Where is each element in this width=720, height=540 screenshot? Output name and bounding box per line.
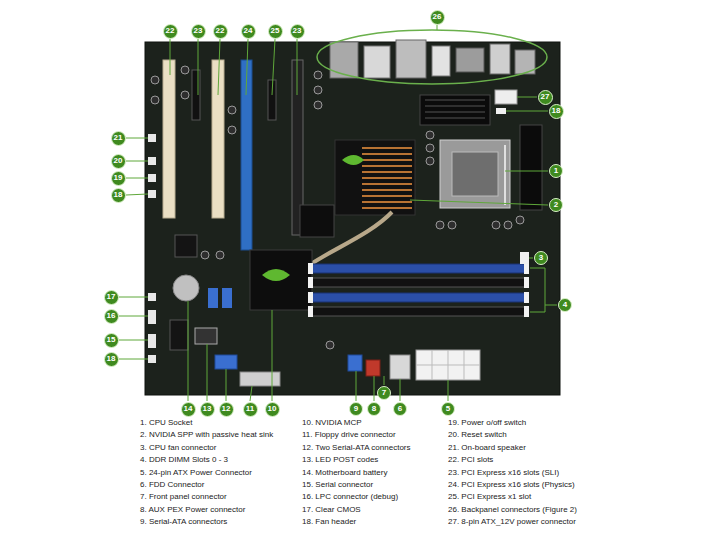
callout-circle: 18 [104, 352, 119, 367]
part-list-item: 6. FDD Connector [140, 480, 204, 490]
callout-number: 22 [166, 27, 175, 35]
part-list-item: 22. PCI slots [448, 455, 493, 465]
callout-number: 14 [184, 405, 193, 413]
part-list-item: 20. Reset switch [448, 430, 507, 440]
part-list-item: 3. CPU fan connector [140, 443, 216, 453]
callout-number: 15 [107, 336, 116, 344]
callout-number: 20 [114, 157, 123, 165]
callout-number: 3 [539, 254, 543, 262]
callout-circle: 15 [104, 333, 119, 348]
callout-circle: 6 [393, 402, 407, 416]
callout-circle: 23 [191, 24, 206, 39]
callout-circle: 18 [111, 188, 126, 203]
part-list-item: 1. CPU Socket [140, 418, 192, 428]
part-list-item: 24. PCI Express x16 slots (Physics) [448, 480, 575, 490]
callout-number: 24 [244, 27, 253, 35]
part-list-item: 4. DDR DIMM Slots 0 - 3 [140, 455, 228, 465]
callout-number: 7 [382, 389, 386, 397]
callout-circle: 19 [111, 171, 126, 186]
callout-number: 23 [194, 27, 203, 35]
callout-number: 18 [114, 191, 123, 199]
callout-number: 16 [107, 312, 116, 320]
part-list-item: 11. Floppy drive connector [302, 430, 396, 440]
part-list-item: 16. LPC connector (debug) [302, 492, 398, 502]
callout-circle: 7 [377, 386, 391, 400]
part-list-item: 25. PCI Express x1 slot [448, 492, 531, 502]
part-list-item: 15. Serial connector [302, 480, 373, 490]
callout-circle: 24 [241, 24, 256, 39]
callout-number: 12 [222, 405, 231, 413]
callout-circle: 13 [200, 402, 215, 417]
part-list-item: 9. Serial-ATA connectors [140, 517, 227, 527]
part-list-item: 12. Two Serial-ATA connectors [302, 443, 411, 453]
part-list-item: 2. NVIDIA SPP with passive heat sink [140, 430, 273, 440]
callout-circle: 3 [534, 251, 548, 265]
callout-number: 10 [268, 405, 277, 413]
part-list-item: 10. NVIDIA MCP [302, 418, 362, 428]
callout-circle: 11 [243, 402, 258, 417]
part-list-item: 8. AUX PEX Power connector [140, 505, 245, 515]
callout-number: 18 [552, 107, 561, 115]
callout-number: 4 [563, 301, 567, 309]
callout-circle: 22 [163, 24, 178, 39]
callout-circle: 18 [549, 104, 564, 119]
callout-number: 22 [216, 27, 225, 35]
callout-number: 18 [107, 355, 116, 363]
callout-number: 25 [271, 27, 280, 35]
callout-circle: 5 [441, 402, 455, 416]
callout-circle: 26 [430, 10, 445, 25]
callout-circle: 25 [268, 24, 283, 39]
part-list-item: 27. 8-pin ATX_12V power connector [448, 517, 576, 527]
part-list-item: 14. Motherboard battery [302, 468, 387, 478]
part-list-item: 23. PCI Express x16 slots (SLI) [448, 468, 559, 478]
callout-circle: 2 [549, 198, 563, 212]
callout-circle: 9 [349, 402, 363, 416]
callout-circle: 4 [558, 298, 572, 312]
part-list-item: 17. Clear CMOS [302, 505, 361, 515]
callout-number: 2 [554, 201, 558, 209]
part-list-item: 5. 24-pin ATX Power Connector [140, 468, 252, 478]
callout-circle: 16 [104, 309, 119, 324]
callout-number: 17 [107, 293, 116, 301]
callout-number: 9 [354, 405, 358, 413]
callout-circle: 22 [213, 24, 228, 39]
callout-circle: 8 [367, 402, 381, 416]
callout-number: 5 [446, 405, 450, 413]
callout-number: 6 [398, 405, 402, 413]
callout-circle: 17 [104, 290, 119, 305]
callout-circle: 20 [111, 154, 126, 169]
callout-circle: 14 [181, 402, 196, 417]
callout-number: 8 [372, 405, 376, 413]
part-list-item: 7. Front panel connector [140, 492, 227, 502]
part-list-item: 19. Power o/off switch [448, 418, 526, 428]
callout-number: 23 [293, 27, 302, 35]
callout-number: 11 [246, 405, 254, 413]
callout-number: 21 [114, 134, 123, 142]
callout-circle: 12 [219, 402, 234, 417]
callout-number: 27 [541, 93, 550, 101]
callout-circle: 1 [549, 164, 563, 178]
callout-circle: 21 [111, 131, 126, 146]
callout-number: 26 [433, 13, 442, 21]
callout-number: 1 [554, 167, 558, 175]
callout-circle: 27 [538, 90, 553, 105]
callout-number: 19 [114, 174, 123, 182]
part-list-item: 21. On-board speaker [448, 443, 526, 453]
part-list-item: 26. Backpanel connectors (Figure 2) [448, 505, 577, 515]
callout-circle: 23 [290, 24, 305, 39]
part-list-item: 18. Fan header [302, 517, 356, 527]
callout-circle: 10 [265, 402, 280, 417]
part-list-item: 13. LED POST codes [302, 455, 378, 465]
callout-number: 13 [203, 405, 212, 413]
